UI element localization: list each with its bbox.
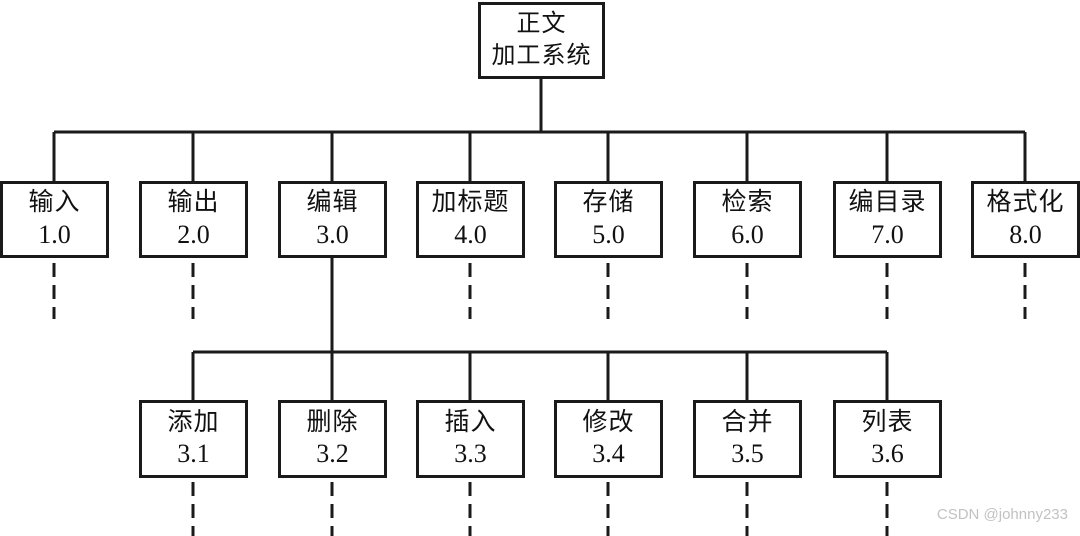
node-output: 输出 2.0	[139, 181, 248, 258]
node-code: 3.6	[871, 439, 904, 469]
node-code: 3.1	[177, 439, 210, 469]
node-label: 列表	[861, 408, 914, 436]
node-add-title: 加标题 4.0	[416, 181, 525, 258]
node-code: 3.4	[592, 439, 625, 469]
node-label: 加标题	[431, 189, 510, 217]
node-code: 3.2	[316, 439, 349, 469]
node-label: 正文	[516, 11, 567, 38]
node-format: 格式化 8.0	[971, 181, 1080, 258]
node-code: 3.0	[316, 219, 349, 249]
node-add: 添加 3.1	[139, 400, 248, 478]
node-code: 2.0	[177, 219, 210, 249]
node-catalog: 编目录 7.0	[833, 181, 942, 258]
node-code: 8.0	[1009, 219, 1042, 249]
node-input: 输入 1.0	[0, 181, 109, 258]
node-label: 添加	[167, 408, 220, 436]
node-label: 加工系统	[491, 42, 592, 69]
node-label: 检索	[721, 189, 774, 217]
node-label: 存储	[582, 189, 635, 217]
node-list: 列表 3.6	[833, 400, 942, 478]
node-label: 输入	[28, 189, 81, 217]
node-code: 7.0	[871, 219, 904, 249]
level2-connectors	[191, 257, 889, 400]
node-label: 修改	[582, 408, 635, 436]
node-code: 5.0	[592, 219, 625, 249]
node-root-text-processing-system: 正文 加工系统	[478, 2, 605, 79]
node-code: 3.3	[454, 439, 487, 469]
level2-dashed-stubs	[52, 263, 1027, 319]
node-code: 1.0	[38, 219, 71, 249]
node-label: 格式化	[986, 189, 1065, 217]
node-store: 存储 5.0	[554, 181, 663, 258]
node-retrieve: 检索 6.0	[693, 181, 802, 258]
node-label: 删除	[306, 408, 359, 436]
node-delete: 删除 3.2	[278, 400, 387, 478]
level1-connectors	[52, 79, 1027, 182]
node-edit: 编辑 3.0	[278, 181, 387, 258]
level3-dashed-stubs	[191, 482, 889, 536]
node-code: 4.0	[454, 219, 487, 249]
node-insert: 插入 3.3	[416, 400, 525, 478]
node-label: 编目录	[848, 189, 927, 217]
watermark-text: CSDN @johnny233	[936, 506, 1068, 523]
node-label: 输出	[167, 189, 220, 217]
node-code: 6.0	[731, 219, 764, 249]
node-label: 插入	[444, 408, 497, 436]
node-label: 编辑	[306, 189, 359, 217]
node-label: 合并	[721, 408, 774, 436]
node-merge: 合并 3.5	[693, 400, 802, 478]
node-code: 3.5	[731, 439, 764, 469]
node-modify: 修改 3.4	[554, 400, 663, 478]
